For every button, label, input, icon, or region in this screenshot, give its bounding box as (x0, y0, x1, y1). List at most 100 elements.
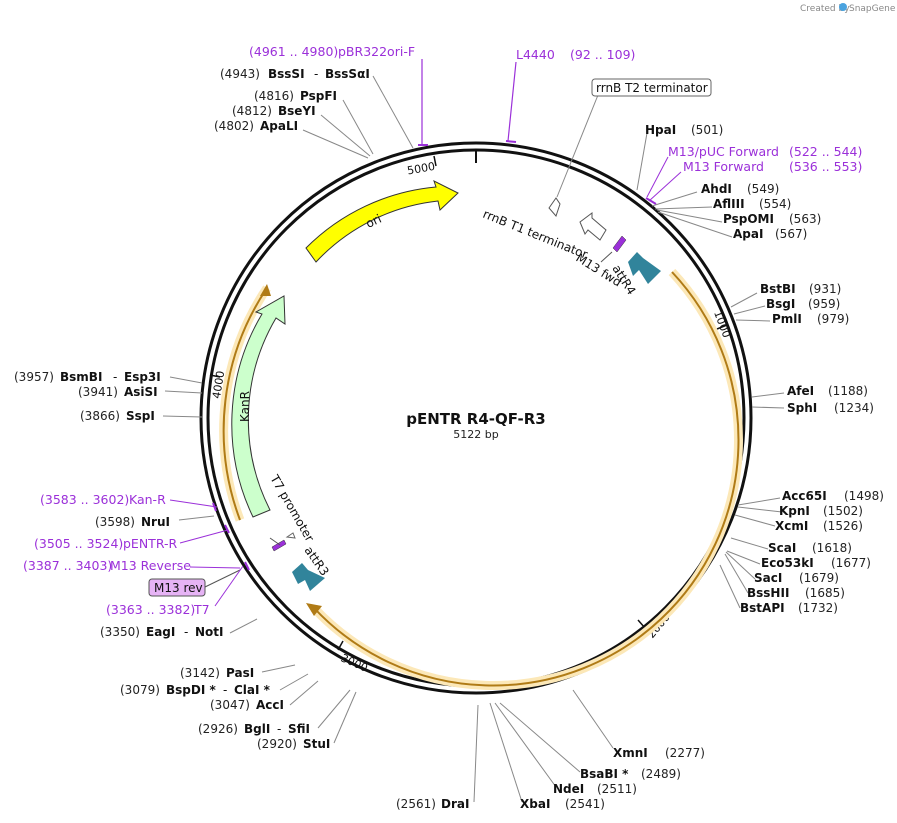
plasmid-size: 5122 bp (453, 428, 498, 441)
site-scai[interactable]: ScaI (1618) (768, 541, 852, 555)
site-ahdi-name: AhdI (701, 182, 732, 196)
primer-pbr322-range: (4961 .. 4980) (249, 44, 338, 59)
site-drai[interactable]: (2561) DraI (396, 797, 469, 811)
site-kpni-name: KpnI (779, 504, 810, 518)
site-bsabi-pos: (2489) (641, 767, 681, 781)
site-bspdi-name: BspDI * (166, 683, 216, 697)
site-bsgi-name: BsgI (766, 297, 795, 311)
site-sspi[interactable]: (3866) SspI (80, 409, 155, 423)
feature-kanr[interactable] (231, 295, 286, 518)
m13-rev-feature-box[interactable]: M13 rev (148, 569, 241, 597)
site-stui-name: StuI (303, 737, 330, 751)
site-xcmi[interactable]: XcmI (1526) (775, 519, 863, 533)
site-eco53ki[interactable]: Eco53kI (1677) (761, 556, 871, 570)
primer-m13puc-range: (522 .. 544) (789, 144, 862, 159)
primer-m13fwd-name: M13 Forward (683, 159, 764, 174)
site-apali[interactable]: (4802) ApaLI (214, 119, 298, 133)
site-hpai[interactable]: HpaI (501) (645, 123, 723, 137)
site-bstapi[interactable]: BstAPI (1732) (740, 601, 838, 615)
primer-pbr322ori-f[interactable]: (4961 .. 4980) pBR322ori-F (249, 44, 428, 146)
site-acc65i-name: Acc65I (782, 489, 827, 503)
site-acc65i[interactable]: Acc65I (1498) (782, 489, 884, 503)
site-pasi[interactable]: (3142) PasI (180, 666, 254, 680)
site-pmli[interactable]: PmlI (979) (772, 312, 849, 326)
site-saci-pos: (1679) (799, 571, 839, 585)
site-pmli-pos: (979) (817, 312, 849, 326)
site-bsmbi-pos: (3957) (14, 370, 54, 384)
credit-brand: SnapGene (849, 4, 896, 14)
orf-arc-left-arrowhead (260, 284, 271, 296)
site-afliii-name: AflIII (713, 197, 745, 211)
site-apai[interactable]: ApaI (567) (733, 227, 807, 241)
primer-kan-r[interactable]: (3583 .. 3602) Kan-R (40, 492, 218, 512)
site-ndei[interactable]: NdeI (2511) (553, 782, 637, 796)
site-pspomi-pos: (563) (789, 212, 821, 226)
site-nrui[interactable]: (3598) NruI (95, 515, 170, 529)
site-eagi[interactable]: (3350) EagI - NotI (100, 625, 224, 639)
feature-attr4[interactable] (628, 252, 661, 284)
site-apali-name: ApaLI (260, 119, 298, 133)
site-afei-name: AfeI (787, 384, 814, 398)
site-afliii[interactable]: AflIII (554) (713, 197, 791, 211)
site-bspdi-pos: (3079) (120, 683, 160, 697)
feature-m13-fwd-marker[interactable] (612, 235, 627, 253)
site-apai-name: ApaI (733, 227, 763, 241)
site-acci[interactable]: (3047) AccI (210, 698, 284, 712)
feature-ori[interactable] (305, 180, 459, 263)
site-bsssi-name: BssSI (268, 67, 305, 81)
site-sphi[interactable]: SphI (1234) (787, 401, 874, 415)
site-bsshii[interactable]: BssHII (1685) (747, 586, 845, 600)
site-asisi-name: AsiSI (124, 385, 158, 399)
site-bsssi[interactable]: (4943) BssSI - BssSαI (220, 67, 370, 81)
site-stui[interactable]: (2920) StuI (257, 737, 330, 751)
site-bsabi[interactable]: BsaBI * (2489) (580, 767, 681, 781)
feature-t7-marker[interactable] (271, 539, 287, 552)
site-bsgi-pos: (959) (808, 297, 840, 311)
site-asisi-pos: (3941) (78, 385, 118, 399)
site-scai-pos: (1618) (812, 541, 852, 555)
primer-l4440[interactable]: L4440 (92 .. 109) (505, 47, 635, 143)
feature-rrnb-t2[interactable] (548, 197, 561, 217)
site-bgli-name: BglI (244, 722, 270, 736)
site-bseyi[interactable]: (4812) BseYI (232, 104, 316, 118)
site-bsssi-name2: BssSαI (325, 67, 370, 81)
site-saci[interactable]: SacI (1679) (754, 571, 839, 585)
feature-kanr-label: KanR (238, 391, 252, 422)
site-nrui-pos: (3598) (95, 515, 135, 529)
primer-m13-reverse[interactable]: (3387 .. 3403) M13 Reverse (23, 558, 250, 573)
site-bsmbi[interactable]: (3957) BsmBI - Esp3I (14, 370, 161, 384)
site-xbai[interactable]: XbaI (2541) (520, 797, 605, 811)
tick-5000: 5000 (406, 160, 436, 178)
site-apai-pos: (567) (775, 227, 807, 241)
plasmid-name: pENTR R4-QF-R3 (406, 410, 546, 428)
snapgene-logo-icon (839, 3, 847, 11)
primer-m13puc-name: M13/pUC Forward (668, 144, 779, 159)
site-xmni[interactable]: XmnI (2277) (613, 746, 705, 760)
feature-rrnb-t1[interactable] (579, 212, 607, 241)
site-afei[interactable]: AfeI (1188) (787, 384, 868, 398)
site-pspomi[interactable]: PspOMI (563) (723, 212, 821, 226)
site-pspfi[interactable]: (4816) PspFI (254, 89, 337, 103)
site-bgli-pos: (2926) (198, 722, 238, 736)
site-scai-name: ScaI (768, 541, 796, 555)
site-bstapi-pos: (1732) (798, 601, 838, 615)
primer-m13puc-forward[interactable]: M13/pUC Forward (522 .. 544) M13 Forward… (645, 144, 862, 205)
site-bstbi[interactable]: BstBI (931) (760, 282, 841, 296)
site-apali-pos: (4802) (214, 119, 254, 133)
site-bgli-name2: SfiI (288, 722, 310, 736)
site-kpni-pos: (1502) (823, 504, 863, 518)
primer-t7[interactable]: (3363 .. 3382) T7 (106, 565, 244, 617)
site-xbai-pos: (2541) (565, 797, 605, 811)
site-drai-pos: (2561) (396, 797, 436, 811)
site-asisi[interactable]: (3941) AsiSI (78, 385, 158, 399)
m13-rev-box-label: M13 rev (154, 581, 203, 595)
site-kpni[interactable]: KpnI (1502) (779, 504, 863, 518)
primer-pentr-r[interactable]: (3505 .. 3524) pENTR-R (34, 524, 230, 551)
site-ndei-pos: (2511) (597, 782, 637, 796)
site-bspdi[interactable]: (3079) BspDI * - ClaI * (120, 683, 271, 697)
site-bsgi[interactable]: BsgI (959) (766, 297, 840, 311)
site-eagi-name: EagI (146, 625, 175, 639)
site-bgli[interactable]: (2926) BglI - SfiI (198, 722, 310, 736)
feature-attr3[interactable] (292, 563, 325, 591)
site-ahdi[interactable]: AhdI (549) (701, 182, 779, 196)
